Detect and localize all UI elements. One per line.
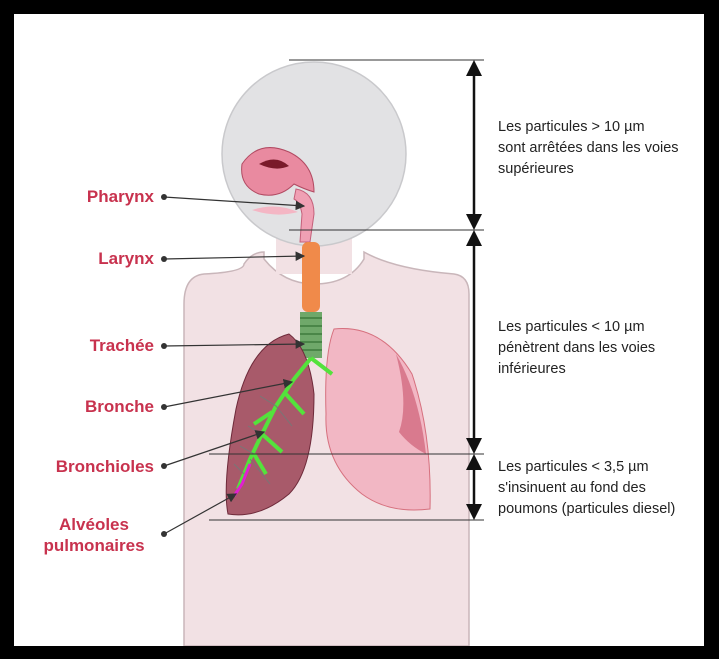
trachea-label: Trachée — [54, 335, 154, 356]
lower-arrow-top — [466, 230, 482, 246]
diagram-frame: Pharynx Larynx Trachée Bronche Bronchiol… — [14, 14, 704, 646]
alveoli-label: Alvéoles pulmonaires — [24, 514, 164, 556]
bronchioles-label: Bronchioles — [24, 456, 154, 477]
head-shape — [222, 62, 406, 246]
note-lower-airways: Les particules < 10 µm pénètrent dans le… — [498, 317, 704, 380]
note-upper-airways: Les particules > 10 µm sont arrêtées dan… — [498, 117, 704, 180]
pharynx-label: Pharynx — [54, 186, 154, 207]
note-deep-lungs: Les particules < 3,5 µm s'insinuent au f… — [498, 457, 704, 520]
upper-arrow-top — [466, 60, 482, 76]
larynx-label: Larynx — [54, 248, 154, 269]
bronchus-label: Bronche — [54, 396, 154, 417]
larynx-shape — [302, 242, 320, 312]
upper-arrow-bottom — [466, 214, 482, 230]
